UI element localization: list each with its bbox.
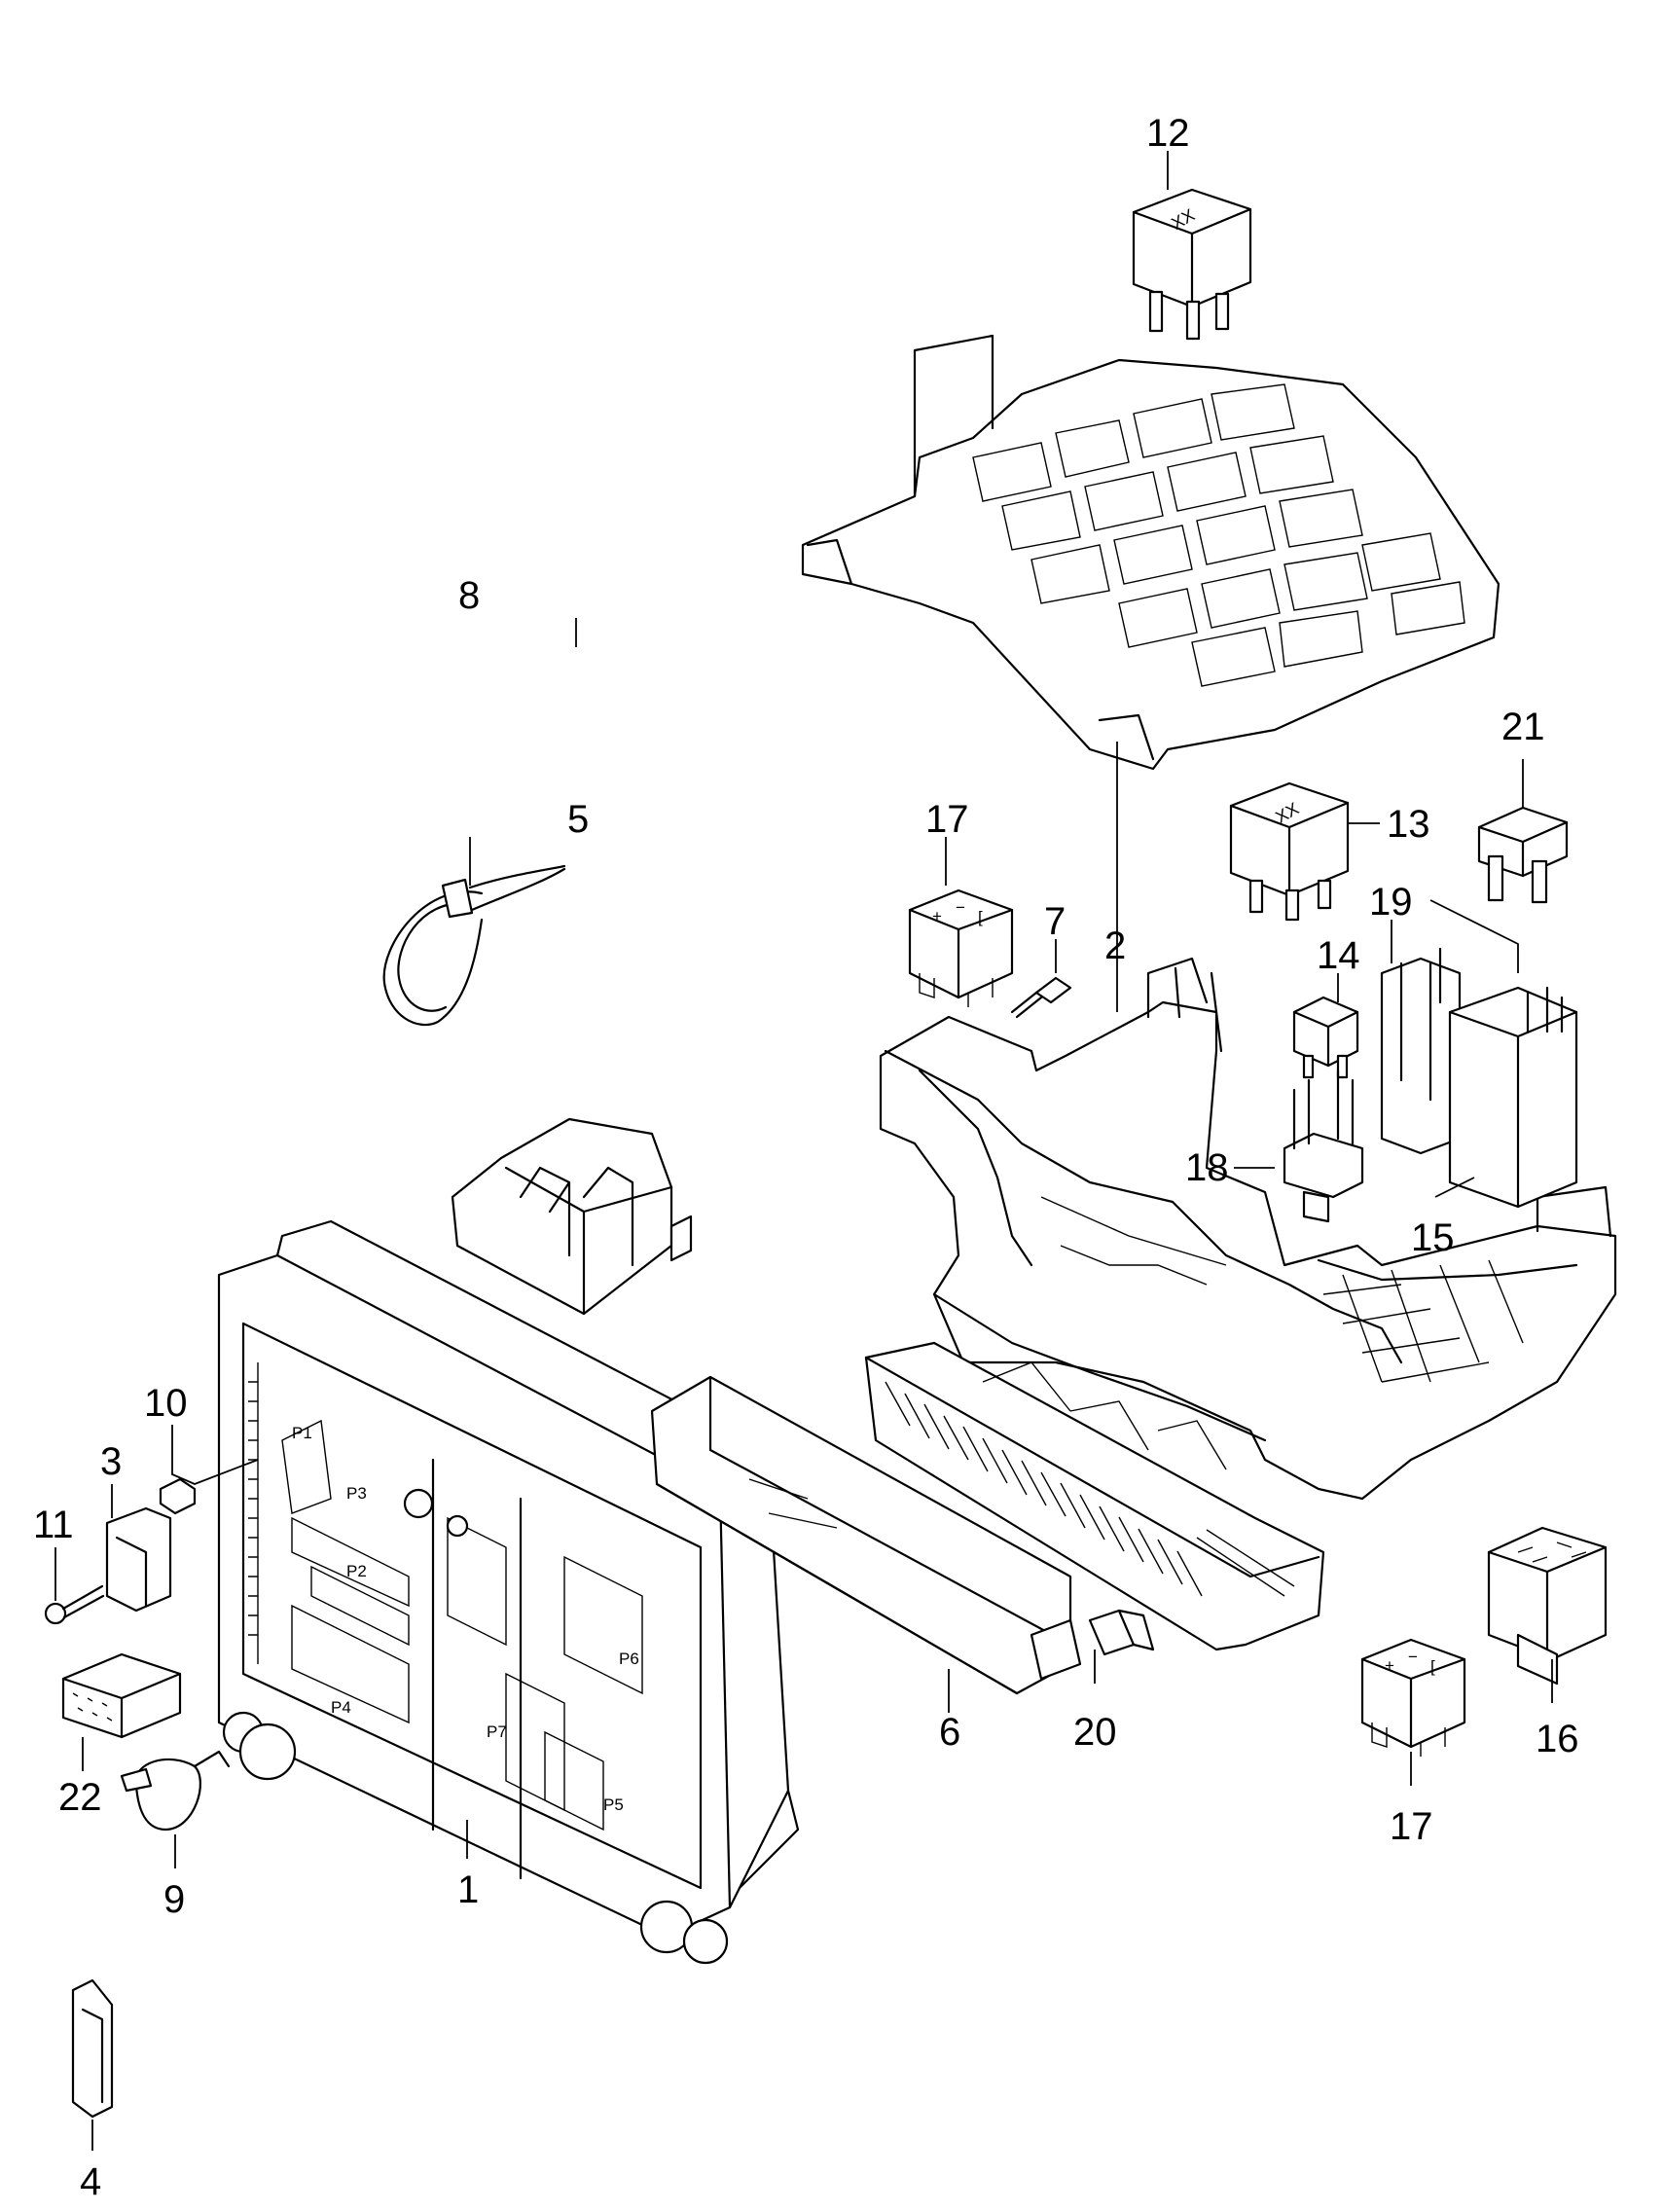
marking-p5: P5 (603, 1795, 624, 1814)
callout-8: 8 (458, 574, 480, 617)
part-13-relay: XX (1229, 781, 1350, 922)
part-8-cable-tie (382, 864, 566, 1027)
part-11-screw (44, 1584, 105, 1625)
callout-2: 2 (1104, 925, 1126, 967)
callout-3: 3 (100, 1440, 122, 1483)
part-2-connector-strip (864, 1341, 1325, 1651)
callout-21: 21 (1501, 706, 1545, 748)
part-20-plug (1088, 1609, 1155, 1656)
callout-15: 15 (1411, 1216, 1455, 1259)
callout-9: 9 (163, 1878, 185, 1921)
callout-13: 13 (1387, 803, 1430, 846)
part-4-clip (71, 1978, 114, 2119)
contact-bracket-lower: [ (1430, 1657, 1435, 1676)
part-15-fuse-holder (1448, 986, 1578, 1209)
part-17-socket-lower: + − [ (1360, 1638, 1466, 1757)
callout-11: 11 (33, 1504, 74, 1546)
callout-17-lower: 17 (1390, 1805, 1433, 1848)
contact-plus-lower: + (1385, 1656, 1394, 1675)
callout-10: 10 (144, 1382, 188, 1425)
part-21-maxi-fuse (1477, 806, 1569, 904)
callout-14: 14 (1317, 934, 1360, 977)
contact-minus-upper: − (956, 898, 965, 917)
callout-5: 5 (567, 798, 589, 841)
part-14-fuse (1292, 996, 1359, 1079)
part-18-fuse-holder (1283, 1069, 1364, 1223)
callout-4: 4 (80, 2160, 101, 2203)
marking-p4: P4 (331, 1698, 351, 1717)
part-3-clip (105, 1506, 172, 1613)
callout-20: 20 (1073, 1711, 1117, 1754)
callout-labels: 12 2 5 8 17 7 13 21 14 19 18 15 16 17 20… (33, 112, 1579, 2203)
callout-17-upper: 17 (925, 798, 969, 841)
part-17-socket-upper: + − [ (908, 888, 1014, 1007)
contact-bracket-upper: [ (978, 908, 983, 926)
marking-p3: P3 (346, 1484, 367, 1503)
contact-plus-upper: + (932, 907, 942, 925)
part-6-connector-bar (650, 1375, 1082, 1695)
part-22-connector (61, 1652, 182, 1739)
callout-18: 18 (1185, 1146, 1229, 1189)
callout-19: 19 (1369, 881, 1413, 924)
relay-carrier-tray (801, 334, 1500, 771)
callout-12: 12 (1146, 112, 1190, 155)
part-5-cover (451, 1117, 693, 1316)
part-10-fuse-small (159, 1477, 197, 1515)
marking-p6: P6 (619, 1650, 639, 1668)
callout-16: 16 (1536, 1718, 1579, 1760)
callout-6: 6 (939, 1711, 960, 1754)
leader-lines (54, 151, 1553, 2151)
part-2-frame (879, 957, 1617, 1501)
part-16-relay-socket (1487, 1526, 1608, 1686)
part-1-main-housing: P1 P3 P2 P4 P6 P7 P5 (217, 1219, 800, 1965)
callout-1: 1 (457, 1868, 479, 1911)
marking-p7: P7 (487, 1722, 507, 1741)
part-9-grommet (120, 1750, 231, 1831)
part-19-fuse-holder (1380, 947, 1462, 1155)
contact-minus-lower: − (1408, 1648, 1418, 1666)
part-7-screw (1010, 976, 1072, 1019)
marking-p1: P1 (292, 1424, 312, 1442)
callout-22: 22 (58, 1776, 102, 1819)
part-12-relay: XX (1132, 188, 1252, 341)
callout-7: 7 (1044, 900, 1066, 943)
marking-p2: P2 (346, 1562, 367, 1580)
